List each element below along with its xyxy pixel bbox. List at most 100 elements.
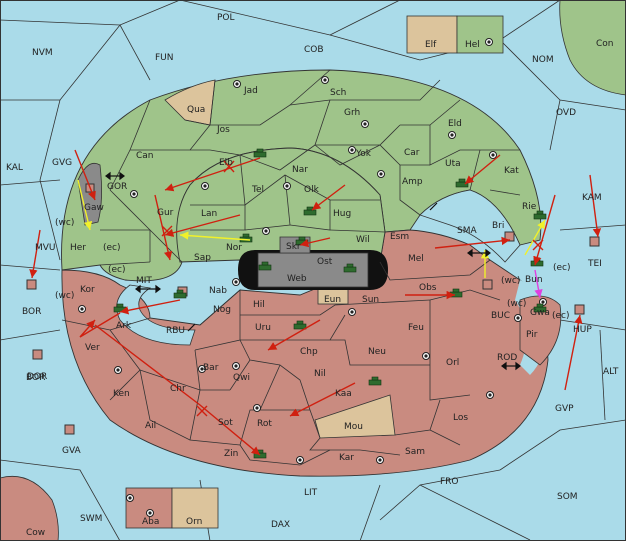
label-tei: TEI	[587, 259, 602, 269]
region-labels: POL COB NVM FUN NOM Con Elf Hel OVD KAL …	[6, 13, 619, 538]
label-eld: Eld	[448, 119, 462, 129]
label-rie: Rie	[522, 202, 537, 212]
label-wc2: (wc)	[55, 291, 74, 301]
label-swm: SWM	[80, 514, 102, 524]
label-sun: Sun	[362, 295, 379, 305]
label-esm: Esm	[390, 232, 409, 242]
label-nvm: NVM	[32, 48, 53, 58]
label-wc1: (wc)	[55, 218, 74, 228]
label-nom: NOM	[532, 55, 554, 65]
label-zin: Zin	[224, 449, 238, 459]
label-obs: Obs	[419, 283, 437, 293]
label-ovd: OVD	[556, 108, 576, 118]
label-mvu: MVU	[35, 243, 56, 253]
label-wil: Wil	[356, 235, 370, 245]
convoy-orders	[534, 269, 543, 299]
label-nil: Nil	[314, 369, 326, 379]
label-hel: Hel	[465, 40, 480, 50]
label-nar: Nar	[292, 165, 308, 175]
label-gva: GVA	[62, 446, 82, 456]
label-chr: Chr	[170, 384, 186, 394]
label-kaa: Kaa	[335, 389, 352, 399]
label-tel: Tel	[251, 185, 264, 195]
label-dax: DAX	[271, 520, 290, 530]
label-aba: Aba	[142, 517, 159, 527]
label-elf: Elf	[425, 40, 437, 50]
label-olk: Olk	[304, 185, 320, 195]
label-ec1: (ec)	[103, 243, 121, 253]
province-orn[interactable]	[171, 487, 219, 529]
label-kat: Kat	[504, 166, 519, 176]
label-sam: Sam	[405, 447, 425, 457]
province-aba[interactable]	[125, 487, 173, 529]
label-nog: Nog	[213, 305, 231, 315]
label-lan: Lan	[201, 209, 217, 219]
label-ken: Ken	[113, 389, 130, 399]
label-jad: Jad	[243, 86, 258, 96]
label-kal: KAL	[6, 163, 23, 173]
label-wc3: (wc)	[501, 276, 520, 286]
label-chp: Chp	[300, 347, 318, 357]
label-rbu: RBU	[166, 326, 185, 336]
label-ec4: (ec)	[552, 311, 570, 321]
label-bri: Bri	[492, 221, 504, 231]
label-som: SOM	[557, 492, 578, 502]
label-orl: Orl	[446, 358, 459, 368]
label-qwi: Qwi	[233, 373, 250, 383]
label-alt: ALT	[603, 367, 619, 377]
label-neu: Neu	[368, 347, 386, 357]
label-pol: POL	[217, 13, 235, 23]
label-yok: Yok	[355, 149, 372, 159]
label-feu: Feu	[408, 323, 424, 333]
label-orn: Orn	[186, 517, 202, 527]
label-dor: DOR	[27, 372, 47, 382]
label-bar: Bar	[203, 363, 219, 373]
label-eun: Eun	[324, 295, 341, 305]
label-sap: Sap	[194, 253, 211, 263]
label-sch: Sch	[330, 88, 346, 98]
label-qua: Qua	[187, 105, 205, 115]
label-cow: Cow	[26, 528, 45, 538]
label-sot: Sot	[218, 418, 233, 428]
label-uta: Uta	[445, 159, 461, 169]
label-mel: Mel	[408, 254, 424, 264]
label-sma: SMA	[457, 226, 477, 236]
label-con: Con	[596, 39, 614, 49]
label-kar: Kar	[339, 453, 354, 463]
label-amp: Amp	[402, 177, 423, 187]
label-grh: Grh	[344, 108, 360, 118]
support-orders	[77, 179, 546, 278]
label-jos: Jos	[216, 125, 230, 135]
label-nor: Nor	[226, 243, 242, 253]
province-cow[interactable]	[0, 475, 59, 541]
label-fun: FUN	[155, 53, 174, 63]
label-lit: LIT	[304, 488, 318, 498]
label-bun: Bun	[525, 275, 543, 285]
dislodge-marks	[161, 160, 544, 417]
label-web: Web	[287, 274, 307, 284]
label-ark: Ark	[116, 321, 132, 331]
label-buc: BUC	[491, 311, 510, 321]
label-bor-sea: BOR	[22, 307, 41, 317]
label-car: Car	[404, 148, 420, 158]
label-gor: GOR	[107, 182, 127, 192]
label-hug: Hug	[333, 209, 351, 219]
label-kor: Kor	[80, 285, 95, 295]
label-her: Her	[70, 243, 86, 253]
label-wc4: (wc)	[507, 299, 526, 309]
label-gwa: Gwa	[530, 308, 550, 318]
province-con[interactable]	[559, 0, 626, 96]
label-ec2: (ec)	[108, 265, 126, 275]
label-pir: Pir	[526, 330, 538, 340]
label-nab: Nab	[209, 286, 227, 296]
label-ail: Ail	[145, 421, 156, 431]
province-hel[interactable]	[456, 15, 504, 54]
label-cob: COB	[304, 45, 324, 55]
central-grey	[257, 252, 369, 288]
move-orders	[29, 149, 602, 456]
label-can: Can	[136, 151, 154, 161]
supply-centers	[78, 38, 547, 517]
passage-arrows	[105, 171, 521, 371]
